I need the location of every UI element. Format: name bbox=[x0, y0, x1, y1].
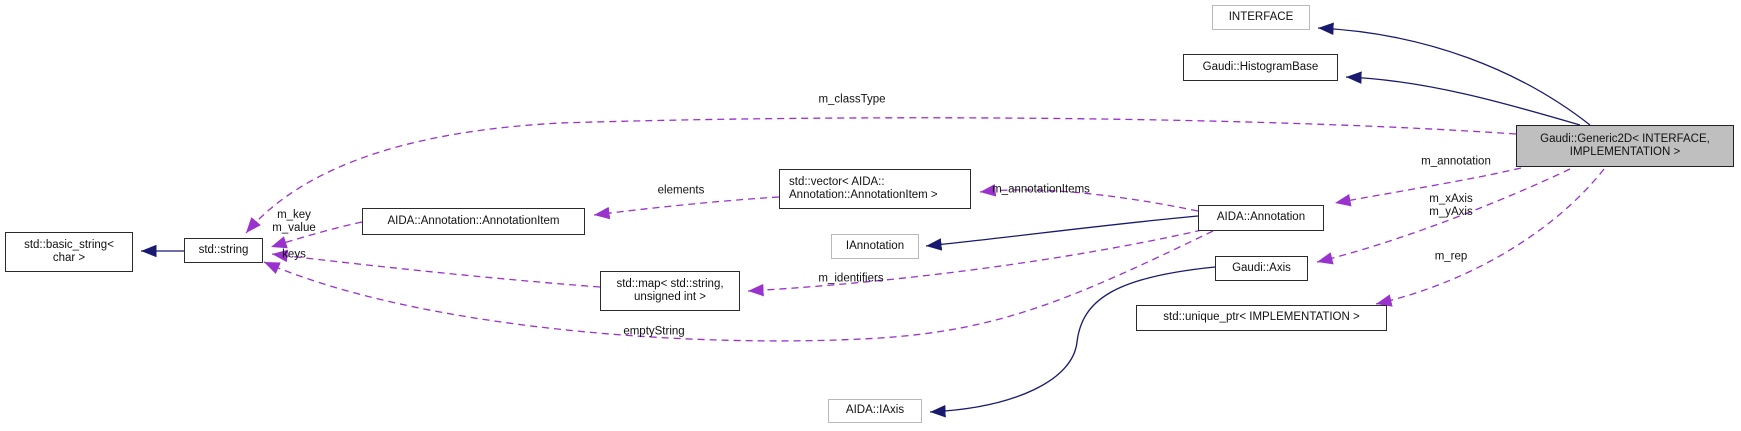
edge-inherit-generic2d-histogrambase bbox=[1345, 71, 1581, 126]
edge-usage-m-annotation bbox=[1334, 167, 1522, 207]
edge-usage-elements bbox=[593, 196, 780, 220]
edge-usage-m-rep bbox=[1375, 168, 1605, 307]
node-aida-iaxis: AIDA::IAxis bbox=[828, 399, 922, 423]
edge-inherit-axis-iaxis bbox=[929, 266, 1216, 418]
edge-inherit-annotation-iannotation bbox=[925, 215, 1199, 251]
edge-usage-m-xaxis-yaxis bbox=[1316, 168, 1571, 265]
node-std-vector-line1: std::vector< AIDA:: bbox=[789, 175, 885, 188]
edge-inherit-generic2d-interface bbox=[1317, 22, 1591, 126]
node-std-map[interactable]: std::map< std::string, unsigned int > bbox=[600, 271, 740, 311]
node-gaudi-generic2d: Gaudi::Generic2D< INTERFACE, IMPLEMENTAT… bbox=[1516, 125, 1734, 167]
edge-label-emptystring: emptyString bbox=[623, 325, 685, 338]
edge-usage-m-identifiers bbox=[747, 229, 1203, 297]
node-std-unique-ptr[interactable]: std::unique_ptr< IMPLEMENTATION > bbox=[1136, 305, 1387, 331]
node-gaudi-axis[interactable]: Gaudi::Axis bbox=[1215, 256, 1308, 281]
node-gaudi-histogrambase[interactable]: Gaudi::HistogramBase bbox=[1183, 54, 1338, 81]
edge-label-m-value: m_value bbox=[272, 222, 316, 234]
edge-label-m-xaxis: m_xAxis bbox=[1429, 193, 1473, 205]
node-std-vector-annotationitem[interactable]: std::vector< AIDA:: Annotation::Annotati… bbox=[779, 169, 971, 209]
edge-label-m-annotationitems: m_annotationItems bbox=[992, 183, 1090, 196]
edge-label-m-key-value: m_key m_value bbox=[272, 209, 315, 235]
node-std-string[interactable]: std::string bbox=[184, 238, 263, 263]
node-std-map-line1: std::map< std::string, bbox=[616, 277, 724, 290]
edge-label-m-annotation: m_annotation bbox=[1421, 155, 1491, 168]
edge-usage-keys bbox=[271, 249, 601, 288]
edge-usage-m-classtype bbox=[245, 117, 1517, 234]
node-std-basic-string[interactable]: std::basic_string< char > bbox=[5, 232, 133, 272]
edge-usage-m-annotationitems bbox=[979, 184, 1199, 212]
edge-label-m-rep: m_rep bbox=[1434, 250, 1468, 263]
edge-usage-emptystring bbox=[263, 230, 1214, 342]
node-std-basic-string-line2: char > bbox=[52, 252, 86, 264]
edge-label-m-yaxis: m_yAxis bbox=[1429, 206, 1473, 218]
edge-label-elements: elements bbox=[657, 184, 705, 197]
edge-label-m-key: m_key bbox=[277, 209, 311, 221]
node-std-basic-string-line1: std::basic_string< bbox=[24, 238, 114, 251]
edge-label-m-classtype: m_classType bbox=[818, 93, 886, 106]
edge-label-m-identifiers: m_identifiers bbox=[818, 272, 884, 285]
node-interface: INTERFACE bbox=[1212, 5, 1310, 30]
node-iannotation: IAnnotation bbox=[831, 234, 919, 259]
edge-label-keys: keys bbox=[282, 248, 306, 261]
node-gaudi-generic2d-line2: IMPLEMENTATION > bbox=[1569, 146, 1681, 158]
edge-label-m-xaxis-yaxis: m_xAxis m_yAxis bbox=[1429, 193, 1472, 219]
node-aida-annotation[interactable]: AIDA::Annotation bbox=[1198, 205, 1324, 231]
node-std-map-line2: unsigned int > bbox=[634, 291, 706, 303]
node-gaudi-generic2d-line1: Gaudi::Generic2D< INTERFACE, bbox=[1540, 132, 1710, 145]
node-aida-annotationitem[interactable]: AIDA::Annotation::AnnotationItem bbox=[362, 208, 585, 235]
edge-usage-m-key-value bbox=[270, 221, 363, 249]
node-std-vector-line2: Annotation::AnnotationItem > bbox=[789, 189, 938, 201]
